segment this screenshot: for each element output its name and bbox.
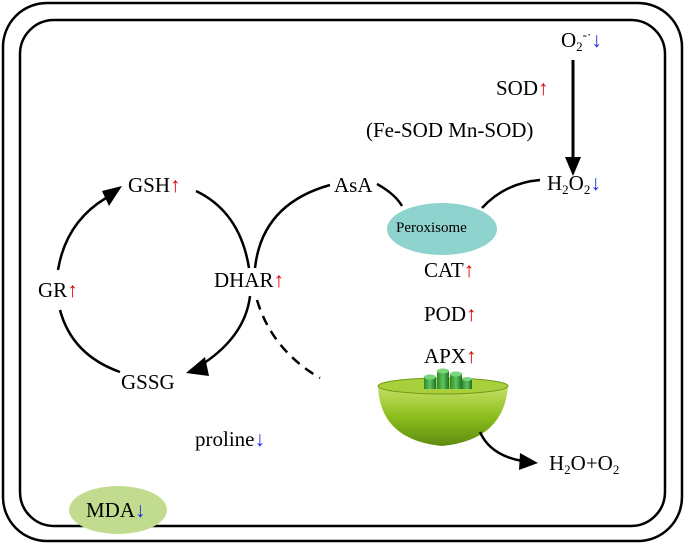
sod-arrow-head — [565, 157, 581, 176]
water-arrow-head — [519, 453, 538, 470]
gsh-arrow-head — [102, 186, 122, 206]
mda-label: MDA↓ — [86, 498, 146, 522]
dhar-dashed-arc — [255, 299, 321, 380]
gr-label: GR↑ — [38, 278, 78, 302]
up-arrow-icon: ↑ — [466, 302, 477, 326]
sod-label: SOD↑ — [496, 76, 549, 100]
peroxisome-label: Peroxisome — [396, 220, 467, 236]
chloroplast-body — [378, 386, 508, 446]
down-arrow-icon: ↓ — [135, 498, 146, 522]
asa-label: AsA — [334, 173, 373, 197]
up-arrow-icon: ↑ — [67, 278, 78, 302]
inner-cell-membrane — [18, 18, 667, 528]
gssg-to-gr-arc — [58, 309, 121, 374]
dhar-gssg-arc — [197, 295, 252, 369]
mda-ellipse — [69, 486, 167, 534]
sod-isoforms-label: (Fe-SOD Mn-SOD) — [366, 118, 534, 142]
asa-dhar-arc — [253, 183, 331, 269]
up-arrow-icon: ↑ — [466, 344, 477, 368]
apx-label: APX↑ — [424, 344, 477, 368]
up-arrow-icon: ↑ — [170, 173, 181, 197]
water-arrow-line — [478, 431, 523, 463]
gsh-label: GSH↑ — [128, 173, 181, 197]
h2o2-label: H2O2↓ — [547, 171, 601, 197]
down-arrow-icon: ↓ — [254, 427, 265, 451]
up-arrow-icon: ↑ — [273, 268, 285, 292]
gssg-arrow-head — [186, 357, 209, 376]
h2o2-to-peroxisome-arc — [481, 178, 541, 209]
up-arrow-icon: ↑ — [463, 258, 475, 282]
peroxisome — [387, 203, 497, 255]
proline-label: proline↓ — [195, 427, 265, 451]
gssg-label: GSSG — [121, 370, 175, 394]
superoxide-label: O2-·↓ — [561, 27, 602, 54]
grana-stacks — [424, 368, 472, 389]
asa-to-peroxisome-arc — [376, 182, 404, 207]
cat-label: CAT↑ — [424, 258, 475, 282]
down-arrow-icon: ↓ — [590, 171, 601, 195]
down-arrow-icon: ↓ — [591, 28, 602, 52]
gsh-dhar-arc — [195, 189, 251, 269]
pod-label: POD↑ — [424, 302, 477, 326]
water-oxygen-label: H2O+O2 — [549, 451, 620, 477]
up-arrow-icon: ↑ — [538, 76, 549, 100]
dhar-label: DHAR↑ — [214, 268, 285, 292]
gr-to-gsh-arc — [56, 196, 107, 271]
